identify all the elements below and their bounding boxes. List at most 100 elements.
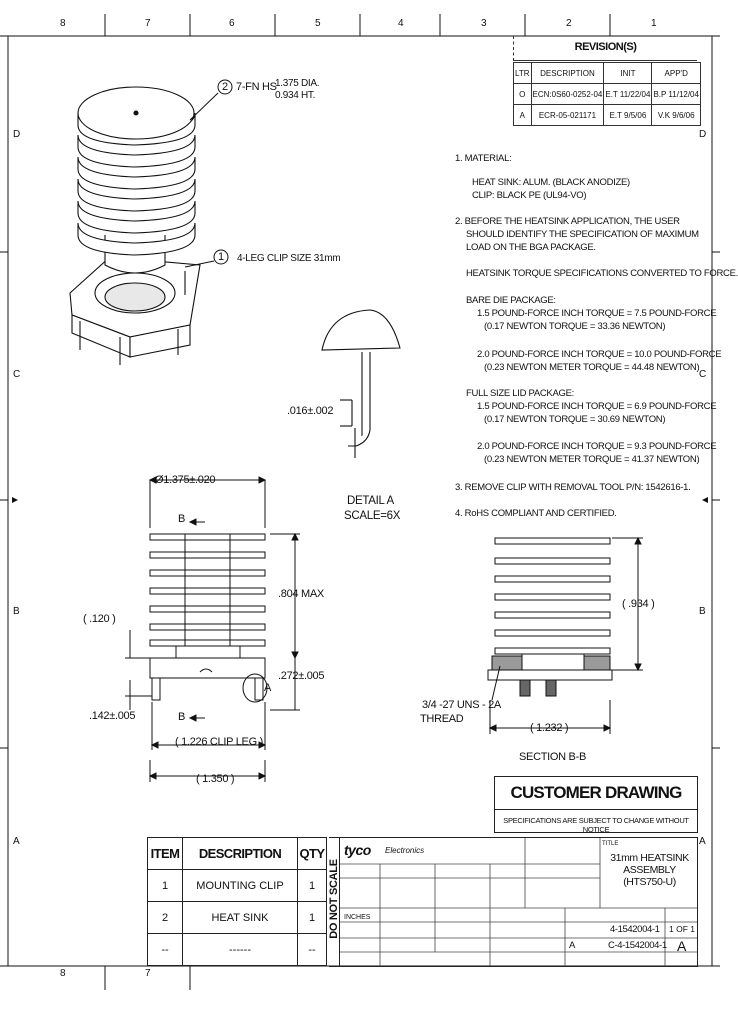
section-marker-top: B xyxy=(178,513,186,525)
note-line: 2. BEFORE THE HEATSINK APPLICATION, THE … xyxy=(455,216,680,227)
zone-label: 4 xyxy=(398,18,404,29)
note-line: 1.5 POUND-FORCE INCH TORQUE = 6.9 POUND-… xyxy=(477,401,717,412)
revision-letter: A xyxy=(677,938,687,954)
drawing-size: A xyxy=(569,940,575,951)
note-line: 2.0 POUND-FORCE INCH TORQUE = 10.0 POUND… xyxy=(477,349,722,360)
note-line: (0.17 NEWTON TORQUE = 33.36 NEWTON) xyxy=(484,321,666,332)
bom-header: ITEM DESCRIPTION QTY xyxy=(147,837,327,870)
zone-label: 3 xyxy=(481,18,487,29)
section-height-dim: ( .934 ) xyxy=(622,598,655,610)
zone-label: C xyxy=(13,369,21,380)
rev-cell: E.T 9/5/06 xyxy=(603,104,653,126)
revision-row: O ECN:0S60-0252-04 E.T 11/22/04 B.P 11/1… xyxy=(513,83,701,105)
clip-callout-text: 4-LEG CLIP SIZE 31mm xyxy=(237,253,341,264)
title-text: 31mm HEATSINK ASSEMBLY (HTS750-U) xyxy=(602,852,697,888)
front-max-height: .804 MAX xyxy=(278,588,324,600)
drawing-number: C-4-1542004-1 xyxy=(608,940,667,951)
title-line: (HTS750-U) xyxy=(623,876,676,888)
note-line: 4. RoHS COMPLIANT AND CERTIFIED. xyxy=(455,508,617,519)
zone-label: C xyxy=(699,369,707,380)
clip-callout-number: 1 xyxy=(218,251,224,263)
detail-a-scale: SCALE=6X xyxy=(344,510,401,522)
bom-col-qty: QTY xyxy=(297,837,327,870)
note-line: (0.17 NEWTON TORQUE = 30.69 NEWTON) xyxy=(484,414,666,425)
bom-row: 1 MOUNTING CLIP 1 xyxy=(147,869,327,902)
units-value: INCHES xyxy=(344,914,371,921)
front-ref-120: ( .120 ) xyxy=(83,613,116,625)
tyco-logo-sub: Electronics xyxy=(385,846,425,855)
heatsink-callout-text: 7-FN HS xyxy=(236,81,277,93)
bom-col-description: DESCRIPTION xyxy=(182,837,298,870)
rev-col-ltr: LTR xyxy=(513,62,532,84)
title-label: TITLE xyxy=(602,841,619,847)
customer-drawing-title: CUSTOMER DRAWING xyxy=(510,783,682,802)
heatsink-height: 0.934 HT. xyxy=(275,90,316,101)
sheet-number: 1 OF 1 xyxy=(669,924,695,934)
title-line: 31mm HEATSINK xyxy=(610,852,689,864)
section-thread-spec: 3/4 -27 UNS - 2A xyxy=(422,699,501,711)
zone-label: 6 xyxy=(229,18,235,29)
bom-cell: ------ xyxy=(182,933,298,966)
section-marker-bottom: B xyxy=(178,711,186,723)
customer-drawing-box: CUSTOMER DRAWING SPECIFICATIONS ARE SUBJ… xyxy=(494,776,698,834)
rev-cell: A xyxy=(513,104,532,126)
tyco-logo: tyco xyxy=(344,842,371,858)
section-title: SECTION B-B xyxy=(519,751,586,763)
rev-cell: ECR-05-021171 xyxy=(530,104,605,126)
bom-cell: HEAT SINK xyxy=(182,901,298,934)
note-line: SHOULD IDENTIFY THE SPECIFICATION OF MAX… xyxy=(466,229,699,240)
rev-cell: B.P 11/12/04 xyxy=(651,83,701,105)
rev-col-desc: DESCRIPTION xyxy=(530,62,605,84)
zone-label: 7 xyxy=(145,968,151,979)
note-line: 2.0 POUND-FORCE INCH TORQUE = 9.3 POUND-… xyxy=(477,441,717,452)
bom-cell: 1 xyxy=(297,901,327,934)
bom-row: 2 HEAT SINK 1 xyxy=(147,901,327,934)
front-dim-142: .142±.005 xyxy=(89,710,136,722)
title-block-grid xyxy=(340,838,697,966)
note-line: CLIP: BLACK PE (UL94-VO) xyxy=(472,190,587,201)
zone-label: 7 xyxy=(145,18,151,29)
heatsink-callout-number: 2 xyxy=(222,81,228,93)
rev-cell: ECN:0S60-0252-04 xyxy=(530,83,605,105)
zone-label: 8 xyxy=(60,18,66,29)
customer-drawing-note: SPECIFICATIONS ARE SUBJECT TO CHANGE WIT… xyxy=(503,816,689,834)
zone-label: 8 xyxy=(60,968,66,979)
revision-row: A ECR-05-021171 E.T 9/5/06 V.K 9/6/06 xyxy=(513,104,701,126)
note-line: LOAD ON THE BGA PACKAGE. xyxy=(466,242,596,253)
note-line: HEATSINK TORQUE SPECIFICATIONS CONVERTED… xyxy=(466,268,738,279)
note-line: 3. REMOVE CLIP WITH REMOVAL TOOL P/N: 15… xyxy=(455,482,691,493)
zone-label: B xyxy=(699,606,706,617)
heatsink-dia: 1.375 DIA. xyxy=(275,78,320,89)
revision-title: REVISION(S) xyxy=(574,41,637,53)
revision-header: LTR DESCRIPTION INIT APP'D xyxy=(513,62,701,84)
rev-cell: E.T 11/22/04 xyxy=(603,83,653,105)
revision-table: LTR DESCRIPTION INIT APP'D O ECN:0S60-02… xyxy=(513,62,701,126)
isometric-heatsink-view xyxy=(69,86,201,365)
rev-col-appd: APP'D xyxy=(651,62,701,84)
bom-cell: 1 xyxy=(147,869,183,902)
detail-a-marker: A xyxy=(264,682,272,694)
zone-label: D xyxy=(13,129,21,140)
note-line: 1.5 POUND-FORCE INCH TORQUE = 7.5 POUND-… xyxy=(477,308,717,319)
section-thread-label: THREAD xyxy=(420,713,464,725)
front-dia-dim: Ø1.375±.020 xyxy=(155,474,216,486)
rev-cell: O xyxy=(513,83,532,105)
bom-cell: MOUNTING CLIP xyxy=(182,869,298,902)
rev-cell: V.K 9/6/06 xyxy=(651,104,701,126)
detail-a-title: DETAIL A xyxy=(347,495,394,507)
bom-cell: -- xyxy=(297,933,327,966)
note-line: FULL SIZE LID PACKAGE: xyxy=(466,388,574,399)
bom-cell: 2 xyxy=(147,901,183,934)
bom-col-item: ITEM xyxy=(147,837,183,870)
zone-label: 5 xyxy=(315,18,321,29)
zone-label: A xyxy=(699,836,706,847)
title-line: ASSEMBLY xyxy=(623,864,676,876)
bom-table: ITEM DESCRIPTION QTY 1 MOUNTING CLIP 1 2… xyxy=(147,837,327,966)
detail-a-dim: .016±.002 xyxy=(287,405,334,417)
revision-title-box: REVISION(S) xyxy=(513,36,697,61)
note-line: 1. MATERIAL: xyxy=(455,153,512,164)
zone-label: D xyxy=(699,129,707,140)
bom-cell: 1 xyxy=(297,869,327,902)
bom-row: -- ------ -- xyxy=(147,933,327,966)
drawing-page: { "zones": { "top": ["8","7","6","5","4"… xyxy=(0,14,738,990)
